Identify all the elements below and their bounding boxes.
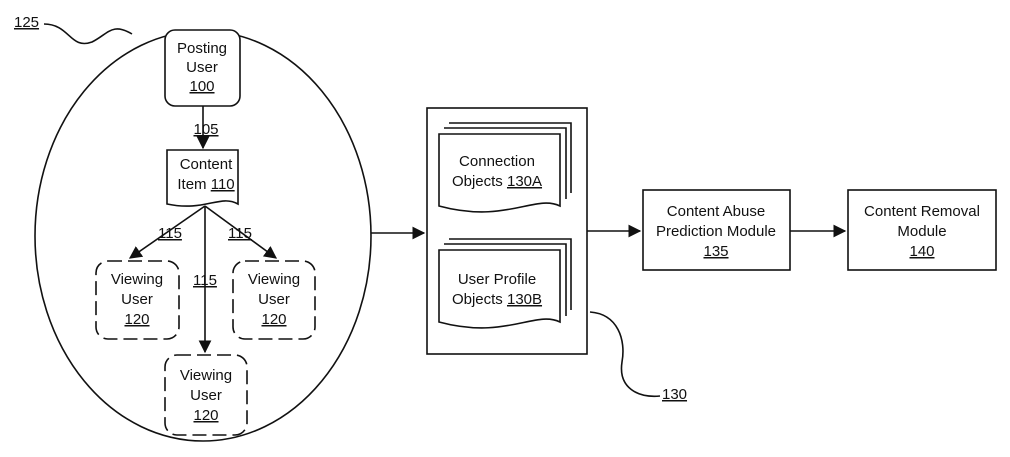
content-abuse-label-1: Content Abuse	[667, 203, 765, 220]
content-abuse-prediction-module: Content Abuse Prediction Module 135	[642, 189, 791, 271]
viewing-user-left-box	[95, 260, 180, 340]
edge-105-label: 105	[193, 121, 218, 138]
viewing-user-bottom-ref: 120	[193, 407, 218, 424]
connection-objects-ref: 130A	[507, 173, 542, 190]
content-removal-label-1: Content Removal	[864, 203, 980, 220]
ref-130-callout: 130	[589, 311, 687, 403]
viewing-user-left-label-1: Viewing	[111, 271, 163, 288]
content-abuse-label-2: Prediction Module	[656, 223, 776, 240]
viewing-user-left-node: Viewing User 120	[95, 260, 180, 340]
ref-130-leader	[589, 311, 661, 398]
viewing-user-right-label-2: User	[258, 291, 290, 308]
posting-user-node: Posting User 100	[164, 29, 241, 107]
content-item-label-2: Item 110	[177, 176, 234, 193]
content-item-node: Content Item 110	[166, 149, 239, 207]
connection-objects-document	[438, 133, 561, 213]
ref-125-label: 125	[14, 14, 39, 31]
ref-130-label: 130	[662, 386, 687, 403]
posting-user-label-1: Posting	[177, 40, 227, 57]
viewing-user-right-node: Viewing User 120	[232, 260, 316, 340]
viewing-user-right-ref: 120	[261, 311, 286, 328]
edge-115-left-arrow	[128, 205, 206, 259]
content-removal-module: Content Removal Module 140	[847, 189, 997, 271]
content-removal-box	[847, 189, 997, 271]
edge-115-left-label: 115	[158, 225, 182, 242]
connection-objects-stack: Connection Objects 130A	[438, 122, 572, 213]
viewing-user-bottom-box	[164, 354, 248, 436]
user-profile-objects-stack: User Profile Objects 130B	[438, 238, 572, 329]
posting-user-label-2: User	[186, 59, 218, 76]
user-profile-objects-label-1: User Profile	[458, 271, 536, 288]
edge-115-right-label: 115	[228, 225, 252, 242]
content-item-ref: 110	[211, 176, 235, 193]
viewing-user-right-box	[232, 260, 316, 340]
content-removal-ref: 140	[909, 243, 934, 260]
ref-125-callout: 125	[14, 14, 133, 45]
viewing-user-bottom-node: Viewing User 120	[164, 354, 248, 436]
content-item-label-1: Content	[180, 156, 233, 173]
content-item-document	[166, 149, 239, 207]
viewing-user-bottom-label-2: User	[190, 387, 222, 404]
content-item-word: Item	[177, 176, 206, 193]
connection-objects-word: Objects	[452, 173, 503, 190]
connection-objects-label-2: Objects 130A	[452, 173, 542, 190]
viewing-user-right-label-1: Viewing	[248, 271, 300, 288]
user-profile-objects-ref: 130B	[507, 291, 542, 308]
content-removal-label-2: Module	[897, 223, 946, 240]
content-abuse-box	[642, 189, 791, 271]
edge-115-center-label: 115	[193, 272, 217, 289]
edge-115-right-arrow	[204, 205, 278, 259]
ref-125-leader	[43, 23, 133, 45]
user-profile-objects-word: Objects	[452, 291, 503, 308]
viewing-user-left-ref: 120	[124, 311, 149, 328]
viewing-user-left-label-2: User	[121, 291, 153, 308]
user-profile-objects-label-2: Objects 130B	[452, 291, 542, 308]
content-abuse-ref: 135	[703, 243, 728, 260]
user-profile-objects-document	[438, 249, 561, 329]
viewing-user-bottom-label-1: Viewing	[180, 367, 232, 384]
posting-user-ref: 100	[189, 78, 214, 95]
connection-objects-label-1: Connection	[459, 153, 535, 170]
